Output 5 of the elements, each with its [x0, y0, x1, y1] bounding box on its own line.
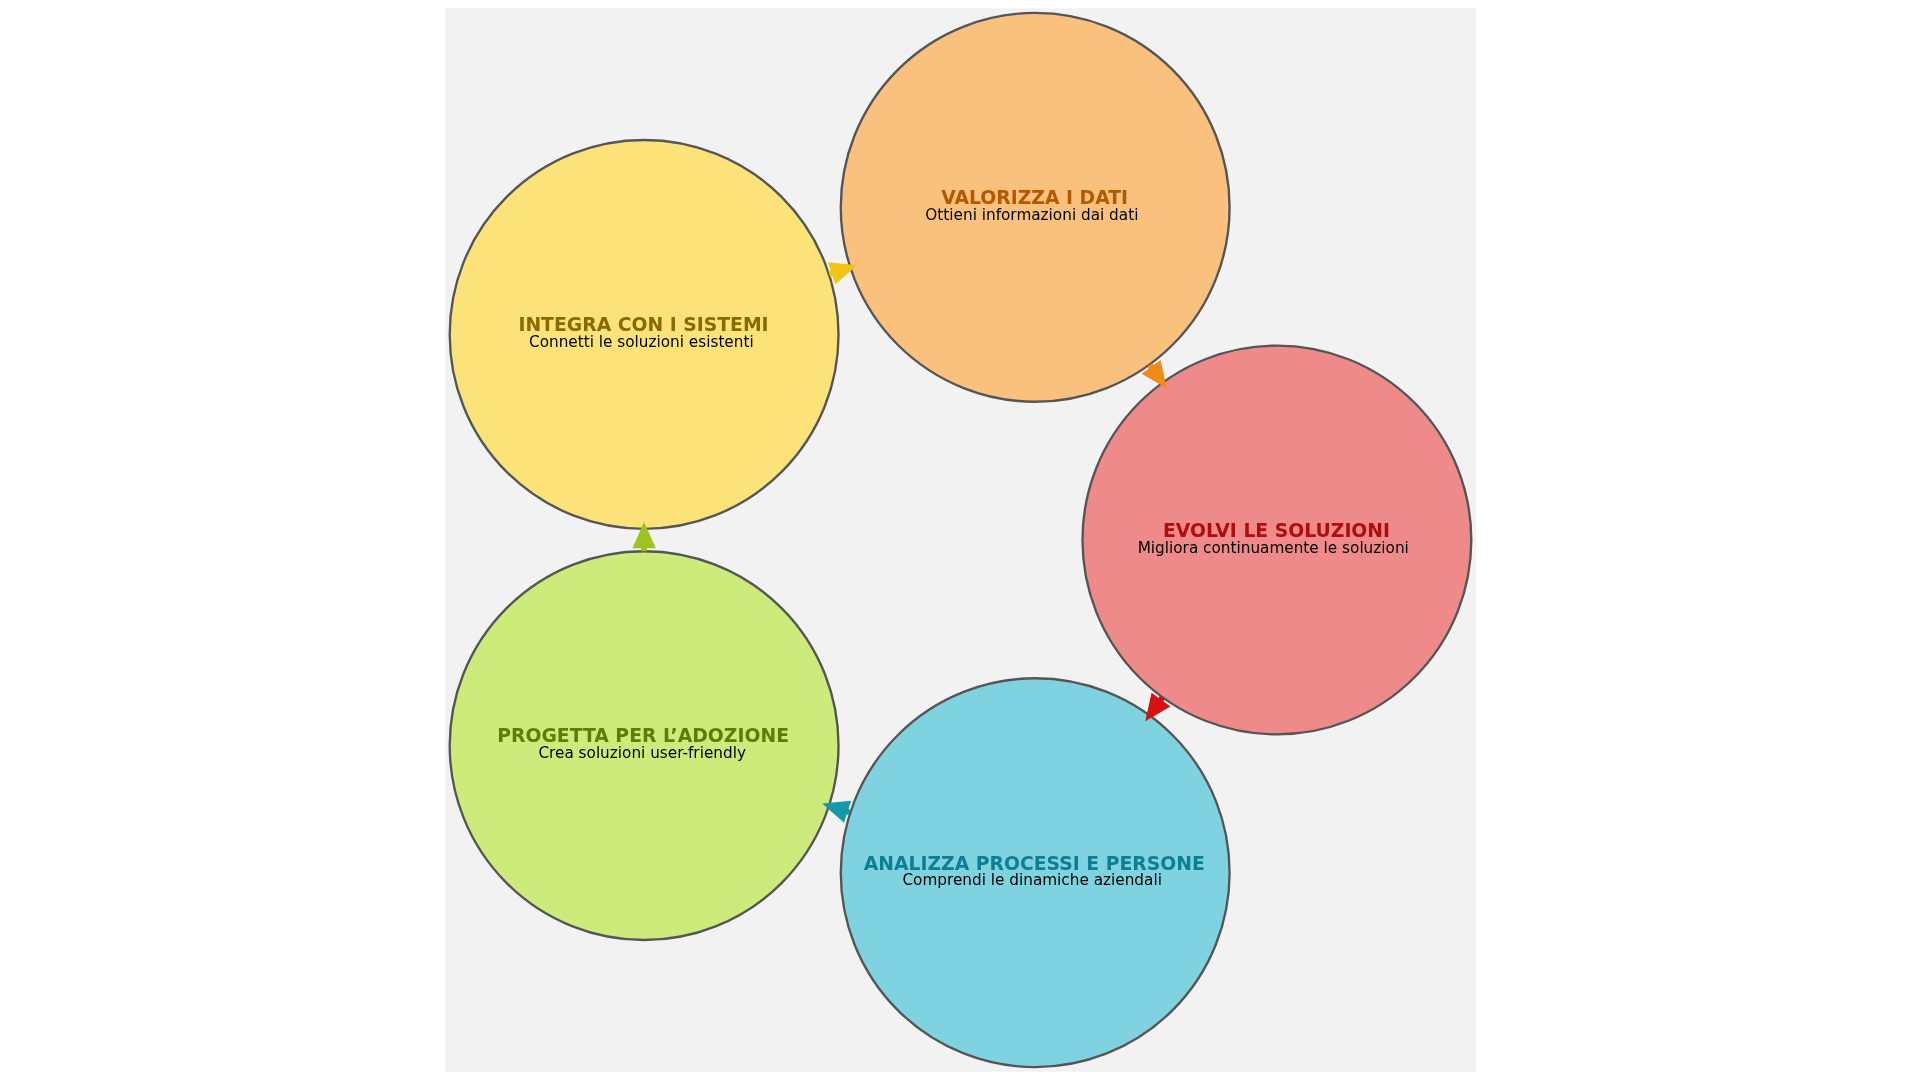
node-circle: EVOLVI LE SOLUZIONI Migliora continuamente le soluzioni: [1080, 344, 1472, 736]
node-circle: INTEGRA CON I SISTEMI Connetti le soluzioni esistenti: [448, 138, 840, 530]
node-circle: PROGETTA PER L’ADOZIONE Crea soluzioni user-friendly: [448, 550, 840, 942]
node-circle: ANALIZZA PROCESSI E PERSONE Comprendi le dinamiche aziendali: [839, 677, 1231, 1069]
node-circle: VALORIZZA I DATI Ottieni informazioni dai dati: [839, 11, 1231, 403]
